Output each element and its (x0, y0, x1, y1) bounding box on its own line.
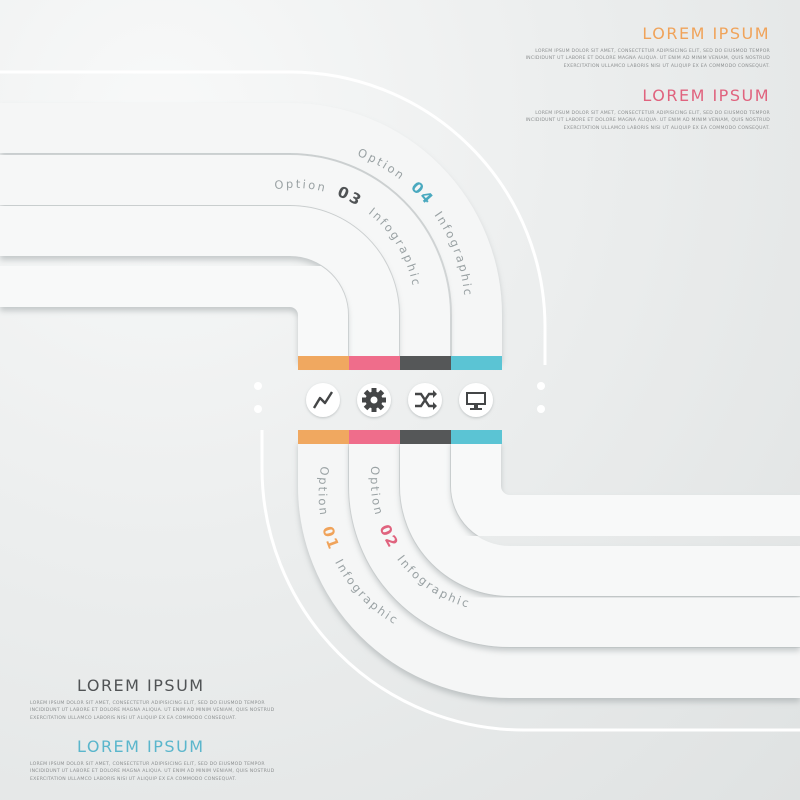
gear-icon (357, 383, 391, 417)
text-block-bottom-2: Lorem Ipsum Lorem ipsum dolor sit amet, … (30, 737, 295, 783)
bottom-color-bars (298, 430, 502, 444)
upper-bands (0, 103, 502, 360)
chart-line-icon (306, 383, 340, 417)
color-bar-blue-top (451, 356, 502, 370)
monitor-icon (459, 383, 493, 417)
color-bar-dark-bottom (400, 430, 451, 444)
text-block-bottom-1: Lorem Ipsum Lorem ipsum dolor sit amet, … (30, 676, 295, 722)
block-title: Lorem Ipsum (77, 737, 205, 756)
block-title: Lorem Ipsum (642, 86, 770, 105)
color-bar-dark-top (400, 356, 451, 370)
block-body: Lorem ipsum dolor sit amet, consectetur … (30, 701, 275, 721)
color-bar-orange-top (298, 356, 349, 370)
color-bar-orange-bottom (298, 430, 349, 444)
icon-row (306, 383, 493, 417)
color-bar-pink-bottom (349, 430, 400, 444)
guide-arcs (0, 70, 800, 732)
text-block-top-1: Lorem Ipsum Lorem ipsum dolor sit amet, … (505, 24, 770, 70)
shuffle-icon (408, 383, 442, 417)
side-dots (254, 382, 545, 413)
block-body: Lorem ipsum dolor sit amet, consectetur … (525, 111, 770, 131)
lower-bands (298, 440, 800, 698)
color-bar-pink-top (349, 356, 400, 370)
block-body: Lorem ipsum dolor sit amet, consectetur … (525, 49, 770, 69)
block-title: Lorem Ipsum (642, 24, 770, 43)
color-bar-blue-bottom (451, 430, 502, 444)
text-block-top-2: Lorem Ipsum Lorem ipsum dolor sit amet, … (505, 86, 770, 132)
block-body: Lorem ipsum dolor sit amet, consectetur … (30, 762, 275, 782)
top-color-bars (298, 356, 502, 370)
block-title: Lorem Ipsum (77, 676, 205, 695)
